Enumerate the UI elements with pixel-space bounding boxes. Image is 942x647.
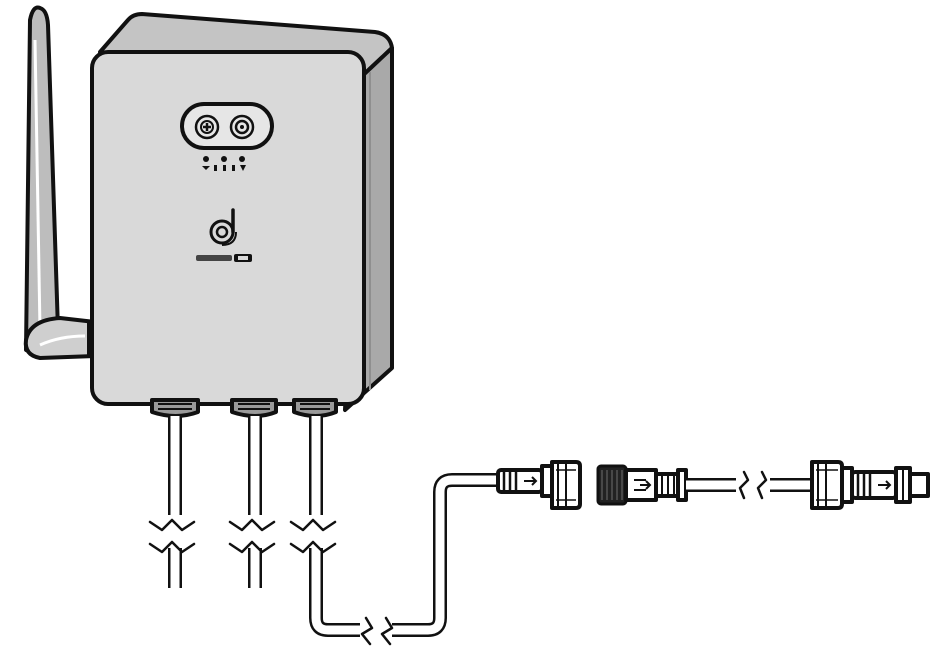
- cable-break-right-icon: [289, 518, 337, 554]
- cable-gland-left-icon: [150, 398, 200, 418]
- cable-right: [309, 416, 500, 637]
- cable-break-bottom-icon: [360, 616, 394, 646]
- status-leds-icon: [202, 156, 246, 171]
- button-panel: [180, 102, 274, 150]
- connector-end-icon: [810, 460, 930, 510]
- cable-break-left-icon: [148, 518, 196, 554]
- circle-button-icon: [229, 114, 255, 140]
- antenna-icon: [23, 5, 97, 360]
- brand-wordmark-icon: [196, 254, 252, 262]
- cable-break-middle-icon: [228, 518, 276, 554]
- cable-gland-middle-icon: [230, 398, 278, 418]
- connector-female-icon: [496, 460, 582, 510]
- connector-male-icon: [596, 464, 688, 506]
- cable-gland-right-icon: [292, 398, 338, 418]
- control-box: [90, 12, 394, 418]
- cable-break-extension-icon: [738, 470, 768, 500]
- brand-logo-icon: [209, 208, 237, 246]
- plus-button-icon: [194, 114, 220, 140]
